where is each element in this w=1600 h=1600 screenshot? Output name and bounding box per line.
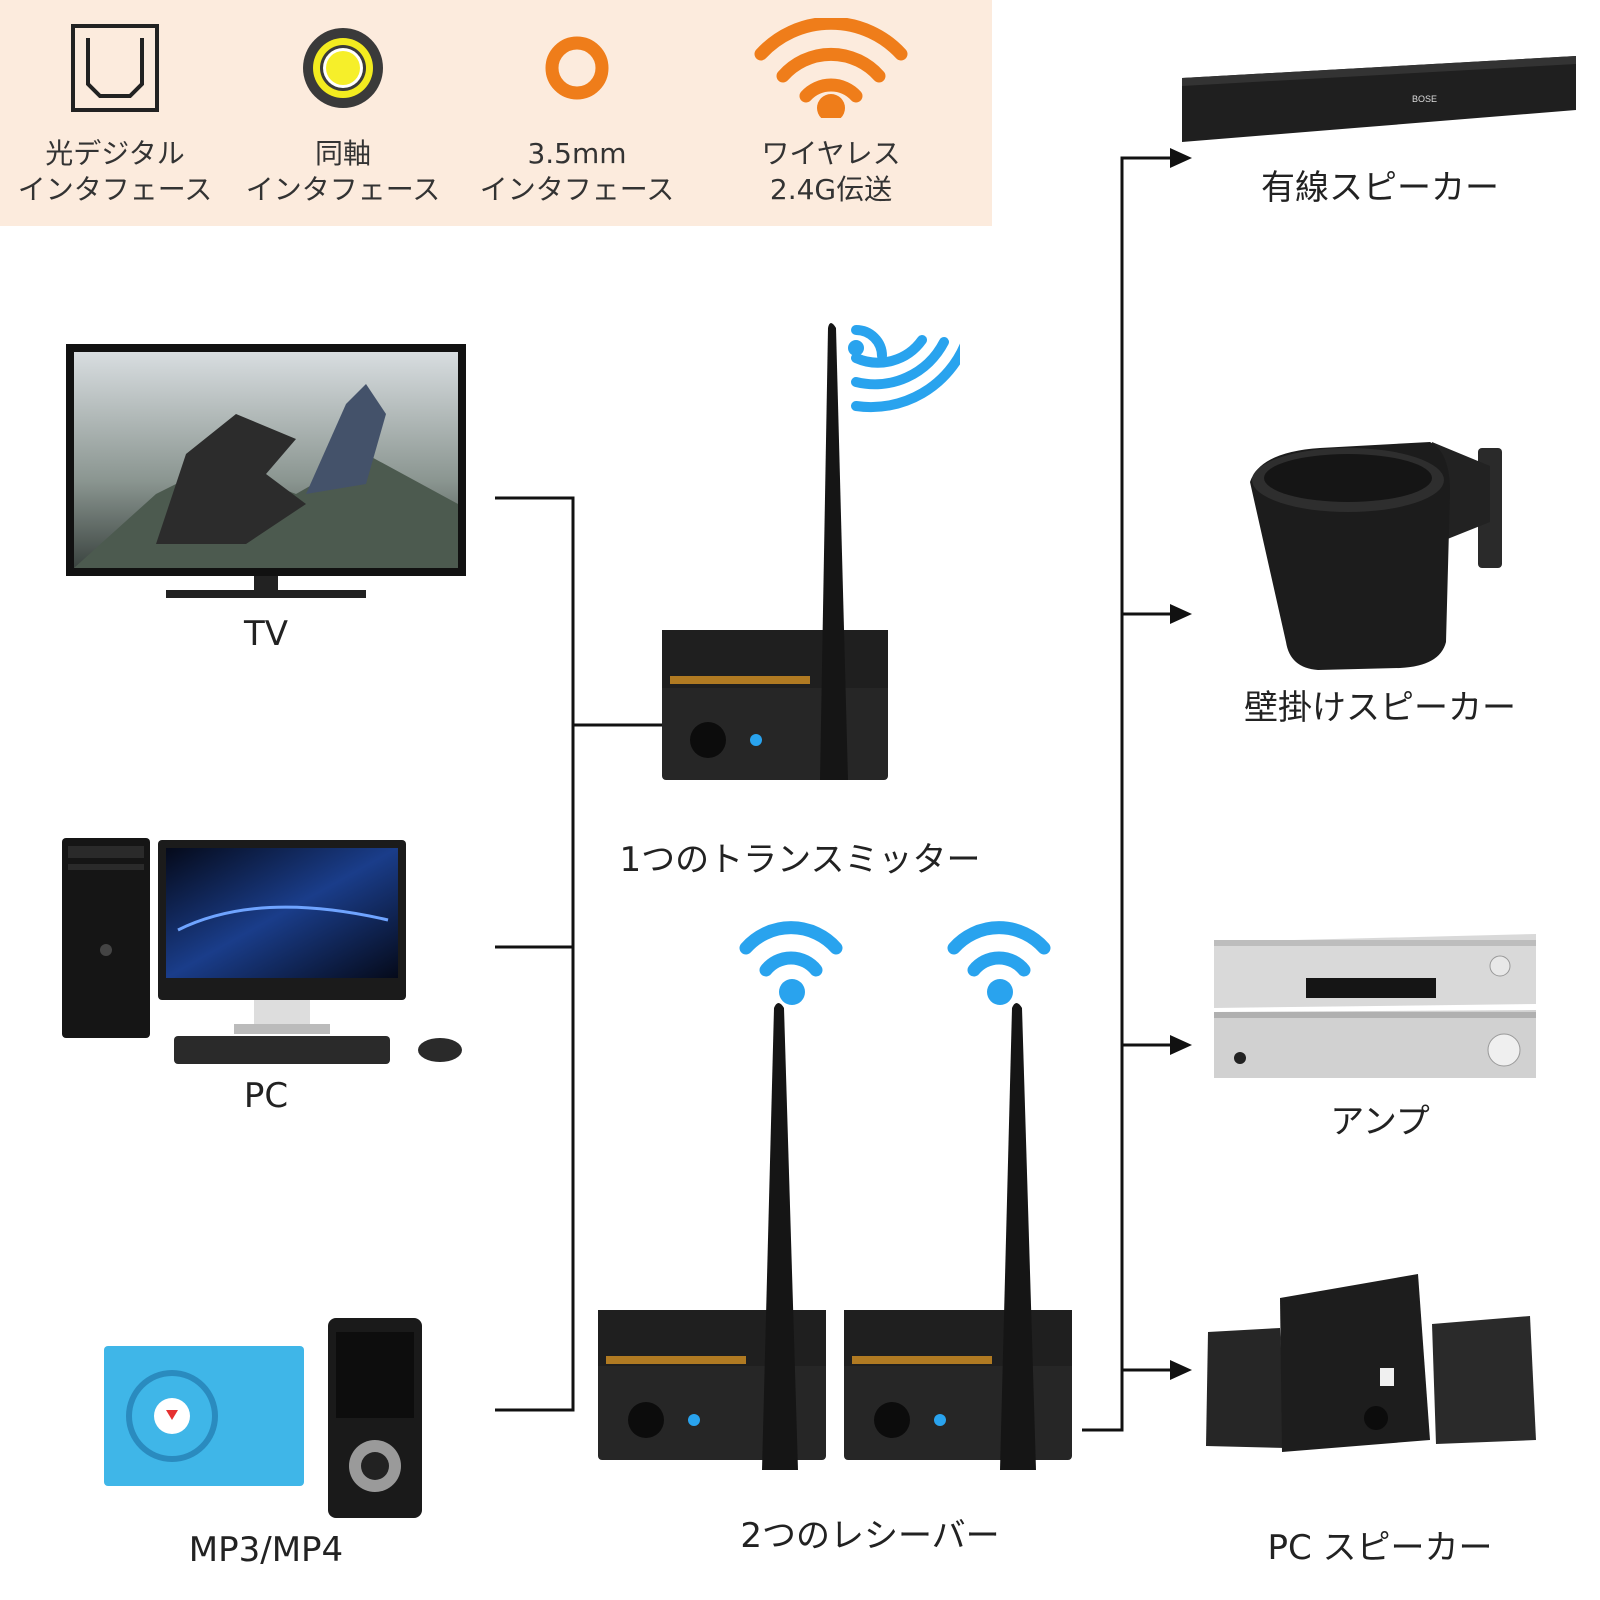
arrow-head <box>1170 604 1192 624</box>
interface-label-line2: インタフェース <box>17 173 213 206</box>
output-label-amp: アンプ <box>1330 1102 1430 1142</box>
receiver-1 <box>598 921 843 1470</box>
transmitter-caption: 1つのトランスミッター <box>619 840 981 880</box>
interface-wireless: ワイヤレス 2.4G伝送 <box>716 0 946 226</box>
wireless-icon <box>716 18 946 118</box>
tv-image <box>66 344 466 604</box>
source-label-mp3: MP3/MP4 <box>188 1530 344 1570</box>
pc-image <box>58 830 468 1070</box>
wall-speaker-image <box>1250 432 1510 692</box>
svg-text:BOSE: BOSE <box>1412 94 1437 104</box>
interface-label-line2: インタフェース <box>479 173 675 206</box>
receivers-caption: 2つのレシーバー <box>740 1516 1000 1556</box>
receivers-image <box>598 900 1098 1480</box>
transmitter-image <box>660 320 960 820</box>
receiver-2 <box>844 921 1072 1470</box>
interface-label-line1: 光デジタル <box>45 137 185 170</box>
aux-35mm-port-icon <box>462 18 692 118</box>
interface-optical: 光デジタル インタフェース <box>0 0 230 226</box>
interface-label-line1: 同軸 <box>314 137 371 170</box>
output-label-pc-speaker: PC スピーカー <box>1267 1528 1493 1568</box>
interface-label-line1: ワイヤレス <box>761 137 901 170</box>
output-label-wall-speaker: 壁掛けスピーカー <box>1244 688 1516 728</box>
coaxial-port-icon <box>228 18 458 118</box>
interface-coaxial: 同軸 インタフェース <box>228 0 458 226</box>
optical-port-icon <box>0 18 230 118</box>
interface-label-line1: 3.5mm <box>527 137 627 170</box>
interface-35mm: 3.5mm インタフェース <box>462 0 692 226</box>
interface-label-line2: 2.4G伝送 <box>769 173 893 206</box>
soundbar-image: BOSE <box>1176 50 1586 150</box>
pc-speaker-image <box>1200 1268 1550 1468</box>
source-label-pc: PC <box>243 1076 289 1116</box>
amplifier-image <box>1210 932 1540 1082</box>
source-label-tv: TV <box>243 614 289 654</box>
arrow-head <box>1170 1360 1192 1380</box>
arrow-head <box>1170 148 1192 168</box>
output-label-wired-speaker: 有線スピーカー <box>1261 168 1499 208</box>
arrow-head <box>1170 1035 1192 1055</box>
interface-label-line2: インタフェース <box>245 173 441 206</box>
mp3-player-image <box>100 1316 430 1526</box>
